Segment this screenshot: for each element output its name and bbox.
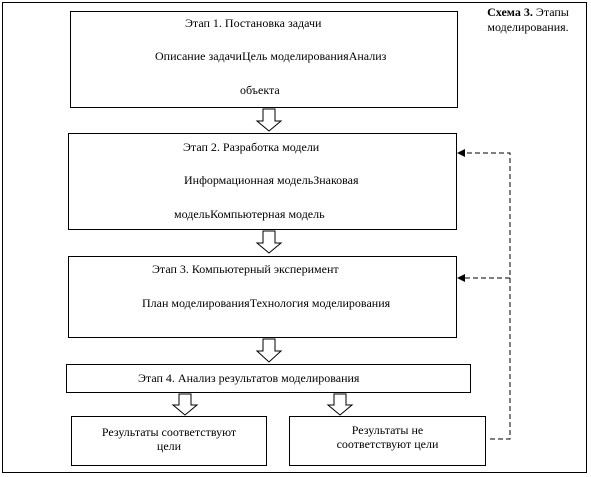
result-ok-box: Результаты соответствуют цели xyxy=(71,416,267,466)
result-fail-box: Результаты не соответствуют цели xyxy=(289,416,486,466)
stage4-box: Этап 4. Анализ результатов моделирования xyxy=(66,364,471,393)
diagram-caption: Схема 3. Этапы моделирования. xyxy=(472,5,584,35)
result-ok-line2: цели xyxy=(156,439,182,453)
stage4-title: Этап 4. Анализ результатов моделирования xyxy=(138,371,360,385)
stage1-line2: объекта xyxy=(240,83,280,97)
result-fail-line1: Результаты не xyxy=(351,423,424,437)
stage2-line2: модельКомпьютерная модель xyxy=(174,207,325,221)
result-fail-line2: соответствуют цели xyxy=(336,437,439,451)
stage2-line1: Информационная модельЗнаковая xyxy=(184,173,359,187)
stage2-box: Этап 2. Разработка модели Информационная… xyxy=(68,133,457,230)
arrow-stage4-to-result-ok xyxy=(171,393,199,416)
stage2-title: Этап 2. Разработка модели xyxy=(183,140,320,154)
result-ok-line1: Результаты соответствуют xyxy=(101,425,237,439)
caption-rest: Этапы моделирования. xyxy=(487,5,569,34)
feedback-line xyxy=(463,152,511,440)
stage3-line1: План моделированияТехнология моделирован… xyxy=(142,296,391,310)
arrow-stage1-to-stage2 xyxy=(255,108,283,132)
stage3-title: Этап 3. Компьютерный эксперимент xyxy=(152,262,339,276)
diagram-frame xyxy=(2,2,587,473)
arrow-stage4-to-result-fail xyxy=(326,393,354,416)
feedback-arrowhead-stage3 xyxy=(457,274,465,282)
stage1-title: Этап 1. Постановка задачи xyxy=(185,16,322,30)
arrow-stage3-to-stage4 xyxy=(255,338,283,363)
stage3-box: Этап 3. Компьютерный эксперимент План мо… xyxy=(68,256,457,338)
caption-bold: Схема 3. xyxy=(487,5,533,19)
stage1-box: Этап 1. Постановка задачи Описание задач… xyxy=(70,11,458,108)
arrow-stage2-to-stage3 xyxy=(255,230,283,254)
feedback-arrowhead-stage2 xyxy=(457,149,465,157)
stage1-line1: Описание задачиЦель моделированияАнализ xyxy=(155,49,387,63)
